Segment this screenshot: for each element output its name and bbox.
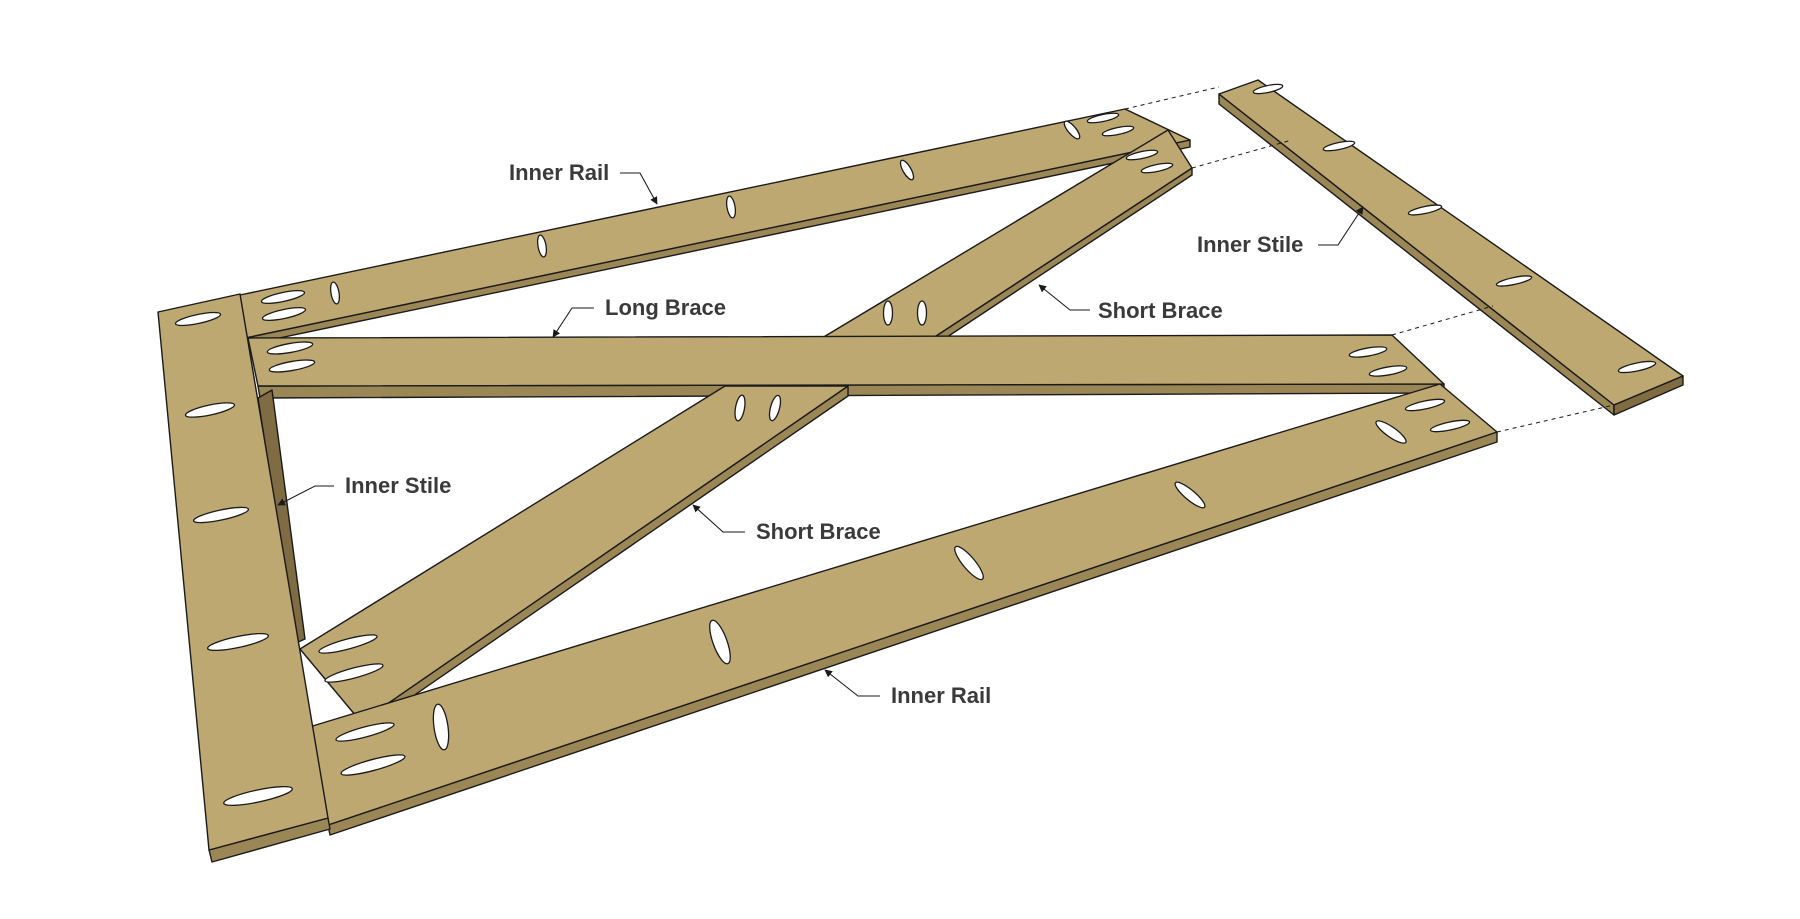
label-short-brace-lower: Short Brace bbox=[756, 519, 881, 544]
label-inner-rail-bottom: Inner Rail bbox=[891, 683, 991, 708]
label-long-brace: Long Brace bbox=[605, 295, 726, 320]
short-brace-lower bbox=[299, 385, 849, 733]
alignment-lines bbox=[1124, 86, 1615, 433]
leader-lines bbox=[277, 172, 1364, 697]
label-inner-stile-right: Inner Stile bbox=[1197, 232, 1303, 257]
long-brace bbox=[247, 334, 1445, 399]
label-inner-stile-left: Inner Stile bbox=[345, 473, 451, 498]
inner-rail-top bbox=[239, 108, 1191, 346]
inner-rail-bottom bbox=[305, 383, 1498, 836]
inner-stile-right bbox=[1218, 79, 1684, 416]
pocket-holes-rail-top bbox=[260, 112, 1135, 321]
label-short-brace-upper: Short Brace bbox=[1098, 298, 1223, 323]
inner-stile-left bbox=[157, 293, 331, 863]
label-inner-rail-top: Inner Rail bbox=[509, 160, 609, 185]
